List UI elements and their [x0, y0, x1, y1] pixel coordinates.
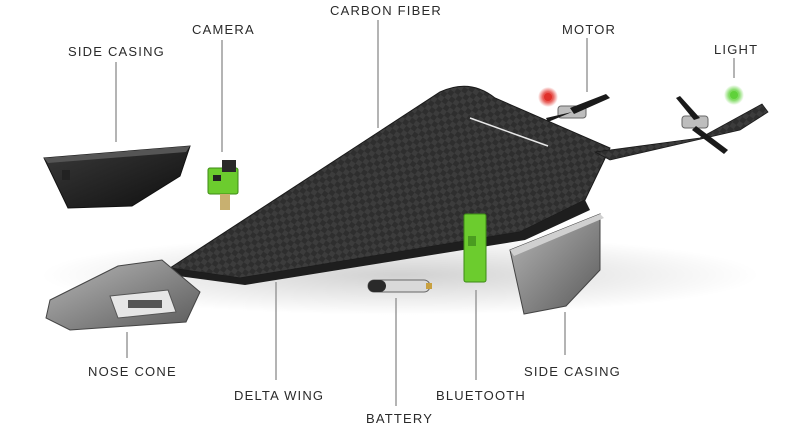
motor-part [546, 94, 610, 122]
label-side-casing-top: SIDE CASING [68, 44, 165, 59]
label-carbon-fiber: CARBON FIBER [330, 3, 442, 18]
red-light [544, 93, 552, 101]
label-camera: CAMERA [192, 22, 255, 37]
label-bluetooth: BLUETOOTH [436, 388, 527, 403]
camera-part [207, 160, 239, 210]
side-casing-top-part [43, 145, 191, 209]
label-light: LIGHT [714, 42, 759, 57]
label-side-casing-bottom: SIDE CASING [524, 364, 621, 379]
delta-wing-body [168, 85, 769, 285]
label-motor: MOTOR [562, 22, 617, 37]
bluetooth-part [463, 213, 487, 283]
battery-part [367, 279, 432, 293]
side-casing-bottom-part [509, 213, 604, 315]
motor-right-part [676, 96, 728, 154]
label-nose-cone: NOSE CONE [88, 364, 177, 379]
nose-cone-part [45, 259, 201, 331]
label-delta-wing: DELTA WING [234, 388, 325, 403]
green-light [730, 91, 738, 99]
leader-lines [115, 20, 735, 406]
label-battery: BATTERY [366, 411, 434, 426]
